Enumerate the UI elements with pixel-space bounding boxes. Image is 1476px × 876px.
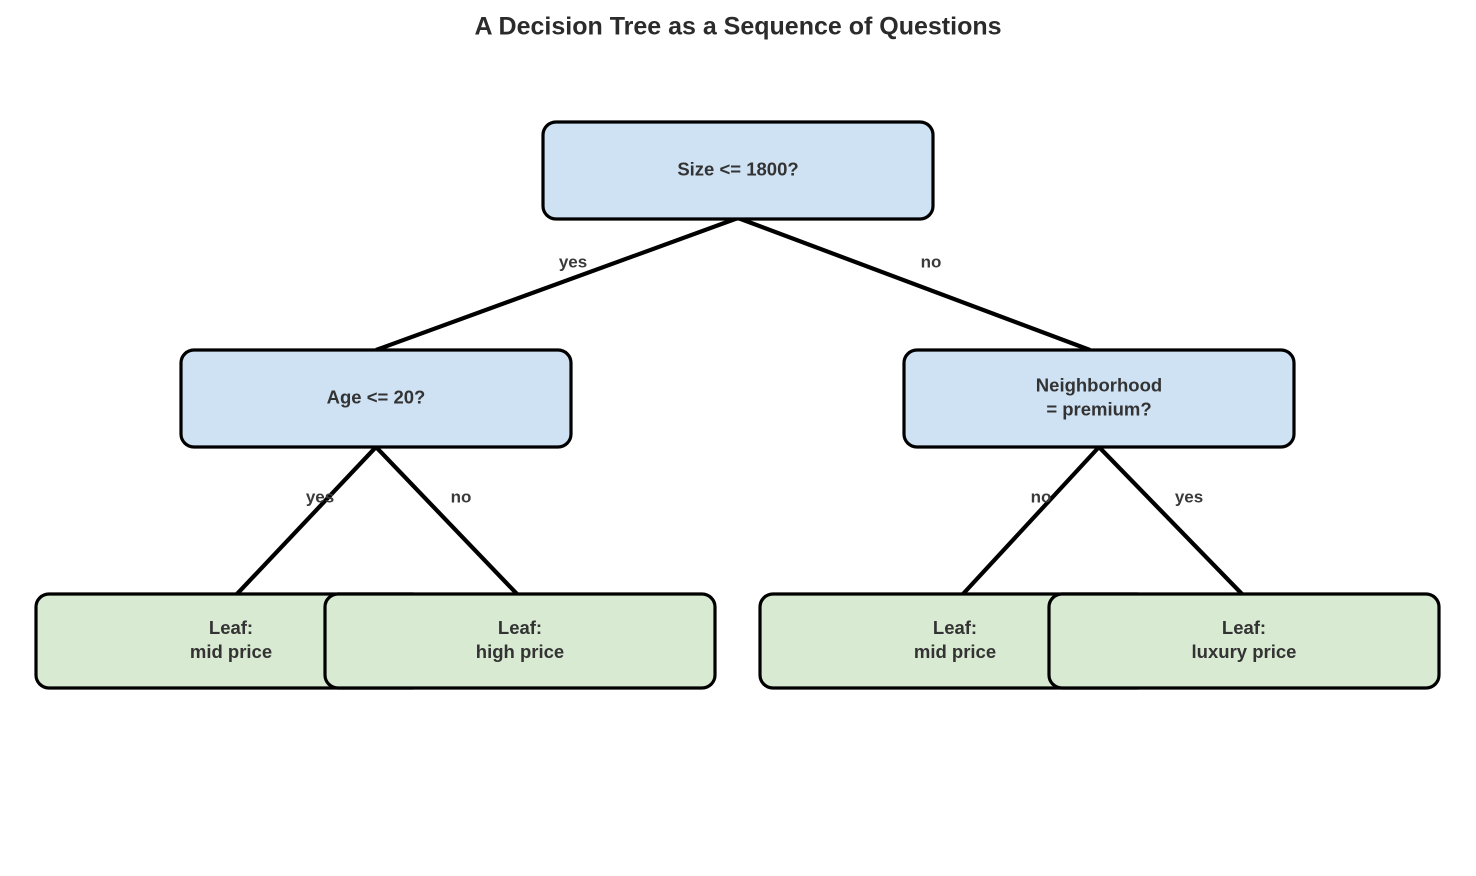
root-box[interactable] — [541, 120, 935, 221]
leaf-3-label-line1: Leaf: — [933, 617, 977, 638]
leaf-2-label-line2: high price — [476, 641, 564, 662]
node-right-mid[interactable]: Neighborhood = premium? — [902, 348, 1296, 449]
leaf-4-label-line1: Leaf: — [1222, 617, 1266, 638]
leaf-2-box[interactable] — [323, 592, 717, 690]
edge-group — [235, 216, 1244, 596]
left-mid-label-line1: Age <= 20? — [327, 386, 426, 407]
edge-rightmid-to-leaf3 — [961, 445, 1101, 596]
right-mid-label-line2: = premium? — [1046, 398, 1151, 419]
edge-label-leftmid-left: yes — [306, 487, 334, 506]
left-mid-box[interactable] — [179, 348, 573, 449]
edge-label-leftmid-right: no — [451, 487, 472, 506]
node-left-mid[interactable]: Age <= 20? — [179, 348, 573, 449]
edge-leftmid-to-leaf2 — [374, 445, 519, 596]
leaf-3-label-line2: mid price — [914, 641, 996, 662]
leaf-4-box[interactable] — [1047, 592, 1441, 690]
edge-leftmid-to-leaf1 — [235, 445, 378, 596]
edge-root-to-right — [737, 216, 1091, 352]
leaf-4-label-line2: luxury price — [1192, 641, 1297, 662]
node-leaf-2[interactable]: Leaf: high price — [323, 592, 717, 690]
right-mid-label-line1: Neighborhood — [1036, 374, 1162, 395]
leaf-1-label-line2: mid price — [190, 641, 272, 662]
edge-label-group: yes no yes no no yes — [306, 252, 1203, 506]
edge-rightmid-to-leaf4 — [1097, 445, 1244, 596]
page-title: A Decision Tree as a Sequence of Questio… — [474, 13, 1001, 41]
node-leaf-4[interactable]: Leaf: luxury price — [1047, 592, 1441, 690]
leaf-2-label-line1: Leaf: — [498, 617, 542, 638]
edge-label-rightmid-right: yes — [1175, 487, 1203, 506]
node-root[interactable]: Size <= 1800? — [541, 120, 935, 221]
edge-label-root-left: yes — [559, 252, 587, 271]
edge-label-root-right: no — [921, 252, 942, 271]
edge-label-rightmid-left: no — [1031, 487, 1052, 506]
edge-root-to-left — [375, 216, 739, 352]
right-mid-box[interactable] — [902, 348, 1296, 449]
leaf-1-label-line1: Leaf: — [209, 617, 253, 638]
root-label-line1: Size <= 1800? — [677, 158, 798, 179]
